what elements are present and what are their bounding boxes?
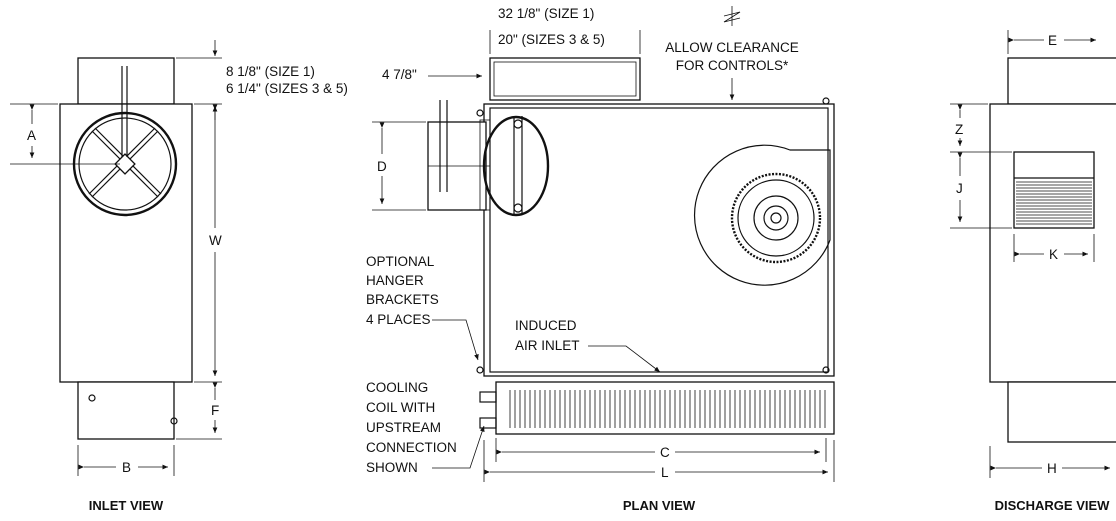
hanger-note: OPTIONAL HANGER BRACKETS 4 PLACES <box>366 254 479 361</box>
svg-text:COIL WITH: COIL WITH <box>366 400 435 415</box>
discharge-casing <box>989 103 1116 383</box>
hanger-bracket <box>476 109 484 117</box>
coil-note: COOLING COIL WITH UPSTREAM CONNECTION SH… <box>366 380 485 475</box>
svg-text:INDUCED: INDUCED <box>515 318 577 333</box>
induced-air-note: INDUCED AIR INLET <box>515 318 661 373</box>
top-note-2: 20" (SIZES 3 & 5) <box>498 32 605 47</box>
collar-note-1: 8 1/8" (SIZE 1) <box>226 64 315 79</box>
plan-view: ALLOW CLEARANCE FOR CONTROLS* 32 1/8" (S… <box>366 6 835 513</box>
inlet-screw-hole <box>88 394 96 402</box>
svg-text:SHOWN: SHOWN <box>366 460 418 475</box>
dim-f-label: F <box>211 403 219 418</box>
plan-collar <box>489 57 641 101</box>
dim-l-label: L <box>661 465 669 480</box>
svg-text:UPSTREAM: UPSTREAM <box>366 420 441 435</box>
dim-w-label: W <box>209 233 222 248</box>
discharge-view: E Z J K H DISCHARGE VIEW <box>950 30 1116 513</box>
plan-view-caption: PLAN VIEW <box>623 498 696 513</box>
hanger-bracket <box>822 97 830 105</box>
coil-connection <box>479 391 497 403</box>
hanger-bracket <box>822 366 830 374</box>
discharge-outlet <box>1013 151 1095 229</box>
dim-c-label: C <box>660 445 670 460</box>
dim-e-label: E <box>1048 33 1057 48</box>
svg-text:OPTIONAL: OPTIONAL <box>366 254 435 269</box>
inlet-screw-hole <box>170 417 178 425</box>
dim-d-label: D <box>377 159 387 174</box>
top-note-1: 32 1/8" (SIZE 1) <box>498 6 594 21</box>
inlet-collar <box>77 57 175 105</box>
blower-wheel-icon <box>693 144 831 286</box>
discharge-base <box>1007 381 1116 443</box>
dim-z-label: Z <box>955 122 963 137</box>
svg-text:COOLING: COOLING <box>366 380 428 395</box>
discharge-view-caption: DISCHARGE VIEW <box>995 498 1111 513</box>
plan-collar-inner <box>493 61 637 97</box>
inlet-casing <box>59 103 193 383</box>
coil-connection <box>479 417 497 429</box>
svg-text:4 PLACES: 4 PLACES <box>366 312 431 327</box>
dim-j-label: J <box>956 181 963 196</box>
inlet-view: A 8 1/8" (SIZE 1) 6 1/4" (SIZES 3 & 5) W… <box>10 40 348 513</box>
damper-wheel-icon <box>72 66 178 217</box>
collar-note-2: 6 1/4" (SIZES 3 & 5) <box>226 81 348 96</box>
hanger-bracket <box>476 366 484 374</box>
dim-k-label: K <box>1049 247 1058 262</box>
svg-text:BRACKETS: BRACKETS <box>366 292 439 307</box>
discharge-collar <box>1007 57 1116 105</box>
svg-text:CONNECTION: CONNECTION <box>366 440 457 455</box>
dim-a-label: A <box>27 128 36 143</box>
svg-text:HANGER: HANGER <box>366 273 424 288</box>
inlet-base <box>77 381 175 440</box>
svg-text:AIR INLET: AIR INLET <box>515 338 580 353</box>
dim-b-label: B <box>122 460 131 475</box>
offset-label: 4 7/8" <box>382 67 417 82</box>
clearance-note-1: ALLOW CLEARANCE <box>665 40 799 55</box>
plan-casing <box>483 103 835 377</box>
coil-fins <box>509 390 826 428</box>
outlet-grille <box>1016 181 1092 225</box>
clearance-note-2: FOR CONTROLS* <box>676 58 789 73</box>
plan-casing-inner <box>489 107 829 373</box>
inlet-view-caption: INLET VIEW <box>89 498 164 513</box>
dim-h-label: H <box>1047 461 1057 476</box>
